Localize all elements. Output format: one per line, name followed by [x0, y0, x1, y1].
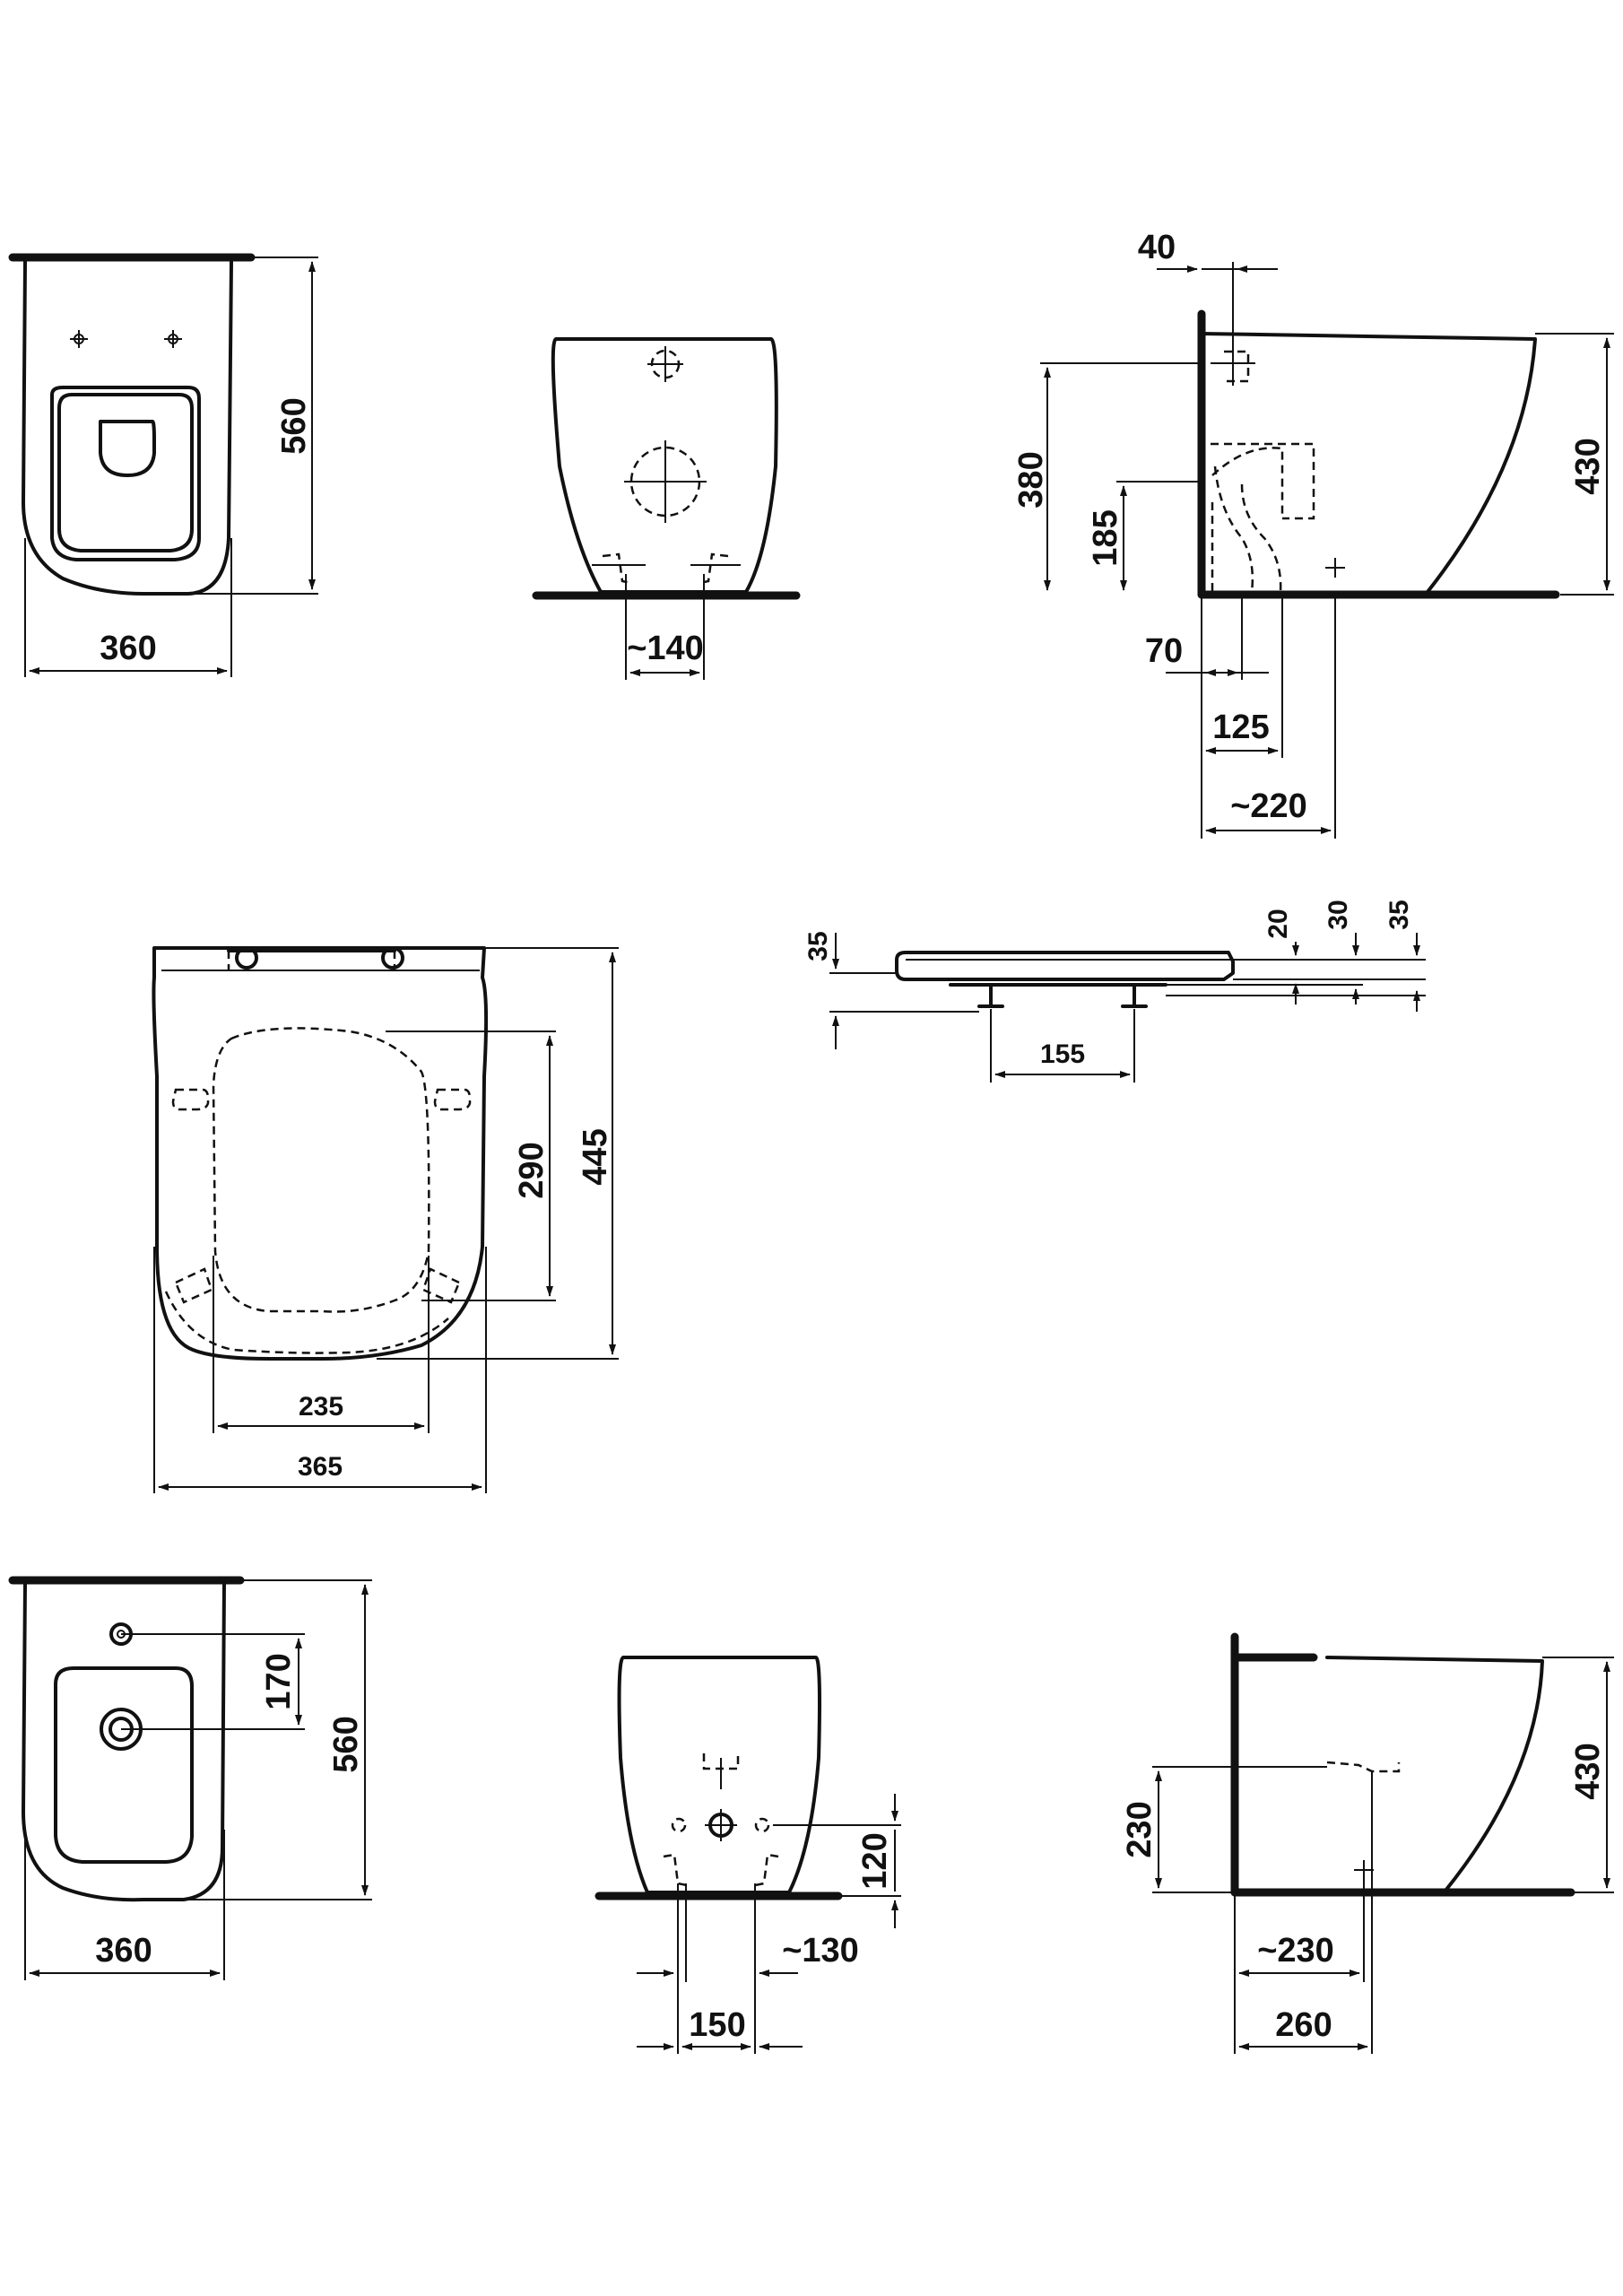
seat-inner-width-label: 235: [299, 1392, 343, 1422]
wc-outlet-height-label: 185: [1087, 509, 1124, 566]
wc-depth-label: 560: [275, 397, 313, 454]
outlet-icon: [624, 440, 707, 523]
wc-side-outline: [1200, 332, 1537, 594]
seat-outline: [152, 946, 489, 1361]
wc-top-rim: [50, 386, 201, 561]
inlet-icon: [647, 346, 683, 382]
wc-top-outline: [22, 260, 233, 596]
seat-h3-label: 35: [1384, 900, 1414, 929]
fixing-cross-icon: [1354, 1860, 1374, 1880]
bidet-side-depth-label: 260: [1275, 2006, 1332, 2044]
bidet-side-outline: [1325, 1656, 1544, 1892]
bidet-depth-label: 560: [327, 1716, 365, 1772]
bidet-outlet-height-label: 120: [856, 1832, 894, 1889]
wc-top-bowl: [57, 393, 194, 552]
bidet-front-outline: [617, 1656, 821, 1894]
bidet-width-label: 360: [95, 1932, 152, 1970]
seat-left-height-label: 35: [803, 931, 833, 961]
bidet-side-view: 230 430 ~230 260: [1121, 1632, 1614, 2054]
hinge-icon: [977, 983, 1148, 1008]
seat-side-profile: [895, 951, 1235, 981]
bidet-foot-width-label: 150: [689, 2006, 745, 2044]
wc-outlet-x2-label: 125: [1212, 709, 1269, 746]
seat-h1-label: 20: [1263, 909, 1293, 938]
bidet-tap-hole-offset-label: 170: [260, 1653, 298, 1709]
wc-inlet-height-label: 380: [1012, 451, 1050, 508]
seat-overall-width-label: 365: [298, 1452, 343, 1482]
wc-top-view: 560 360: [8, 253, 318, 677]
outlet-icon: [671, 1809, 770, 1841]
seat-hinge-spacing-label: 155: [1040, 1039, 1085, 1069]
hinge-icon: [235, 946, 404, 970]
bidet-front-view: 120 ~130 150: [595, 1656, 901, 2054]
seat-top-view: 290 445 235 365: [152, 946, 619, 1493]
fixing-hole-icon: [70, 330, 88, 348]
wc-width-label: 360: [100, 630, 156, 667]
wc-front-view: ~140: [532, 337, 801, 680]
wc-outlet-x1-label: 70: [1145, 632, 1183, 670]
bidet-height-label: 430: [1569, 1743, 1607, 1799]
bidet-top-outline: [22, 1582, 226, 1902]
wc-top-outlet: [99, 420, 156, 477]
wc-side-view: 40 380 185 430 70 125 ~220: [1012, 229, 1614, 839]
seat-inner-outline: [212, 1027, 430, 1313]
fixing-cross-icon: [1325, 558, 1345, 578]
seat-h2-label: 30: [1324, 900, 1353, 929]
fixing-hole-icon: [164, 330, 182, 348]
wc-fixing-x-label: ~220: [1230, 787, 1307, 825]
wc-foot-spacing-label: ~140: [627, 630, 704, 667]
bidet-inlet-height-label: 230: [1121, 1801, 1159, 1857]
bidet-top-bowl: [54, 1666, 194, 1864]
wc-wall-offset-label: 40: [1138, 229, 1176, 266]
seat-overall-length-label: 445: [577, 1128, 614, 1185]
wc-bowl-height-label: 430: [1569, 438, 1607, 494]
seat-inner-length-label: 290: [513, 1142, 551, 1198]
seat-side-view: 35 20 30 35 155: [803, 900, 1426, 1083]
bidet-fixing-x-label: ~230: [1257, 1932, 1334, 1970]
bidet-top-view: 170 560 360: [8, 1576, 372, 1980]
bidet-foot-spacing-label: ~130: [782, 1932, 859, 1970]
